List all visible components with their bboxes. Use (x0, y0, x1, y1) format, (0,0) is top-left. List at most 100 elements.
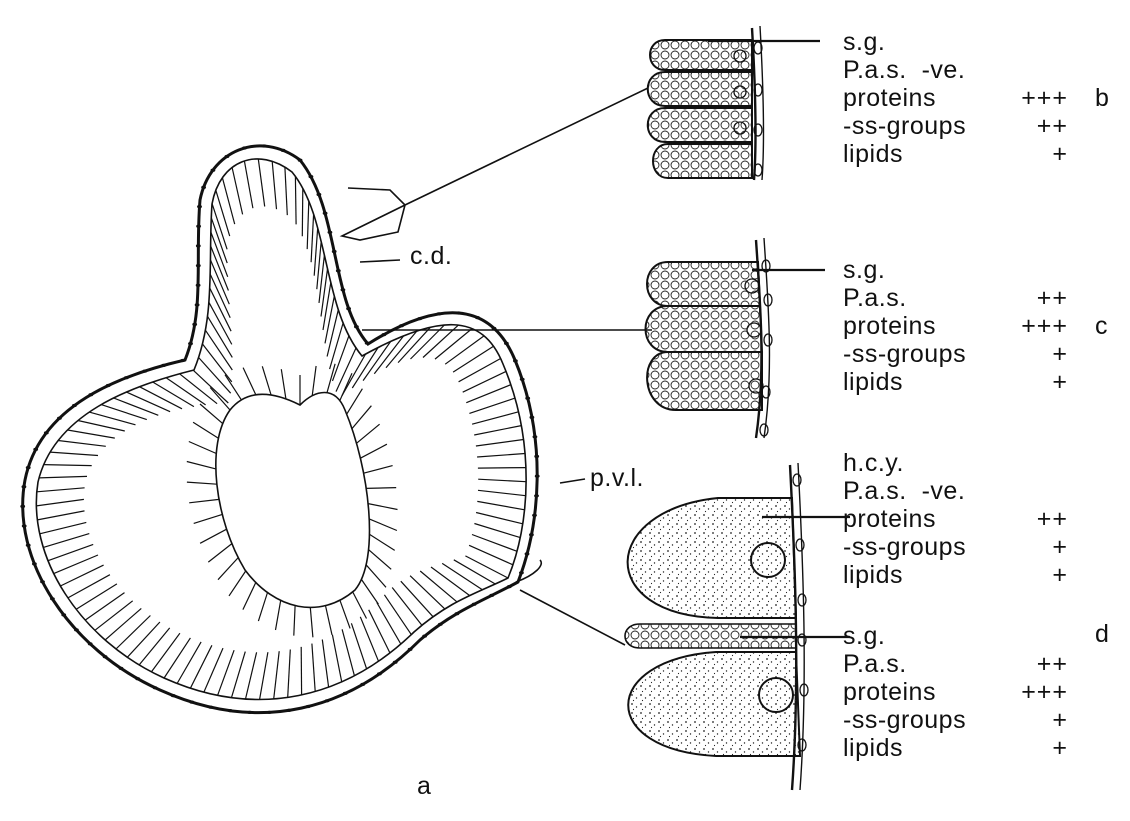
cell-partition (330, 323, 344, 369)
cell-partition (153, 382, 194, 407)
cell-partition (294, 606, 295, 636)
cell-partition (95, 601, 133, 631)
cell-partition (347, 389, 363, 415)
wall-nucleus (161, 364, 166, 367)
wall-nucleus (525, 552, 530, 555)
panel-d-lower-row-4: -ss-groups (843, 706, 966, 734)
cell-partition (276, 600, 281, 630)
wall-nucleus (103, 655, 108, 658)
wall-nucleus (507, 585, 512, 588)
cell-partition (322, 640, 328, 688)
wall-nucleus (529, 533, 534, 536)
cell-partition (48, 544, 93, 560)
panel-d-lower-row-5: lipids (843, 734, 903, 762)
panel-b-value-4: ++ (998, 112, 1068, 140)
panel-letter-b: b (1095, 84, 1109, 112)
panel-d-upper-row-4: -ss-groups (843, 533, 966, 561)
cell-partition (445, 336, 484, 364)
cell-partition (127, 622, 160, 657)
cell-partition (352, 406, 371, 429)
cell-partition (459, 359, 501, 382)
cell-partition (68, 575, 110, 598)
cell-partition (317, 242, 321, 290)
wall-nucleus (309, 175, 314, 178)
cell-partition (105, 608, 141, 640)
cell-partition (262, 366, 271, 395)
cell-partition (139, 628, 170, 665)
wall-nucleus (377, 672, 382, 675)
wall-nucleus (201, 186, 206, 189)
cell-partition (410, 576, 445, 609)
wall-nucleus (365, 342, 370, 345)
wall-nucleus (196, 264, 201, 267)
cell-partition (336, 348, 356, 392)
wall-nucleus (346, 307, 351, 310)
cell-partition (477, 501, 524, 509)
cell-partition (116, 616, 150, 650)
cell-partition (474, 524, 520, 538)
cell-partition (225, 375, 241, 400)
cell-partition (472, 412, 518, 424)
cell-partition (166, 378, 206, 405)
wall-nucleus (142, 370, 147, 373)
cell-partition (369, 519, 397, 531)
leader-b (342, 88, 648, 240)
wall-nucleus (336, 269, 341, 272)
cell-partition (200, 529, 227, 543)
wall-nucleus (422, 635, 427, 638)
cell-partition (302, 188, 303, 236)
wall-nucleus (225, 155, 230, 158)
wall-nucleus (323, 212, 328, 215)
wall-nucleus (281, 149, 286, 152)
panel-d-lower-row-1: s.g. (843, 622, 885, 650)
panel-d-upper-row-2: P.a.s. -ve. (843, 477, 965, 505)
wall-nucleus (247, 711, 252, 714)
cell-partition (366, 488, 396, 489)
cell-partition (40, 522, 87, 533)
wall-nucleus (533, 435, 538, 438)
cell-partition (258, 593, 267, 622)
panel-b-row-2: P.a.s. -ve. (843, 56, 965, 84)
wall-nucleus (530, 416, 535, 419)
wall-nucleus (437, 312, 442, 315)
wall-nucleus (211, 169, 216, 172)
cell-partition (37, 511, 84, 520)
cell-partition (281, 369, 286, 399)
cell-partition (392, 588, 422, 626)
cell-partition (68, 430, 115, 438)
wall-nucleus (20, 505, 25, 508)
wall-nucleus (228, 709, 233, 712)
wall-nucleus (242, 146, 247, 149)
panel-b-drawing (648, 26, 820, 180)
cell-partition (295, 176, 296, 224)
cell-partition (333, 336, 349, 381)
panel-d-upper-value-5: + (998, 561, 1068, 589)
cell-partition (285, 167, 287, 215)
wall-nucleus (26, 544, 31, 547)
panel-c-value-4: + (998, 340, 1068, 368)
cell-partition (327, 310, 338, 357)
cell-partition (325, 296, 334, 343)
panel-c-drawing (646, 238, 826, 438)
cell-partition (472, 535, 517, 552)
panel-d-lower-row-3: proteins (843, 678, 936, 706)
cell-partition (258, 159, 264, 207)
wall-nucleus (72, 404, 77, 407)
panel-d-lower-value-2: ++ (998, 650, 1068, 678)
wall-nucleus (332, 250, 337, 253)
cell-partition (177, 642, 201, 684)
cell-partition (477, 454, 525, 458)
cell-partition (469, 398, 515, 413)
wall-nucleus (360, 683, 365, 686)
panel-b-value-3: +++ (998, 84, 1068, 112)
wall-nucleus (195, 303, 200, 306)
cell-partition (151, 633, 180, 672)
wall-nucleus (343, 692, 348, 695)
cell-partition (194, 514, 223, 523)
cell-partition (189, 442, 217, 454)
wall-nucleus (475, 316, 480, 319)
cell-partition (210, 388, 230, 411)
wall-nucleus (74, 628, 79, 631)
cell-partition (360, 444, 387, 458)
wall-nucleus (438, 623, 443, 626)
